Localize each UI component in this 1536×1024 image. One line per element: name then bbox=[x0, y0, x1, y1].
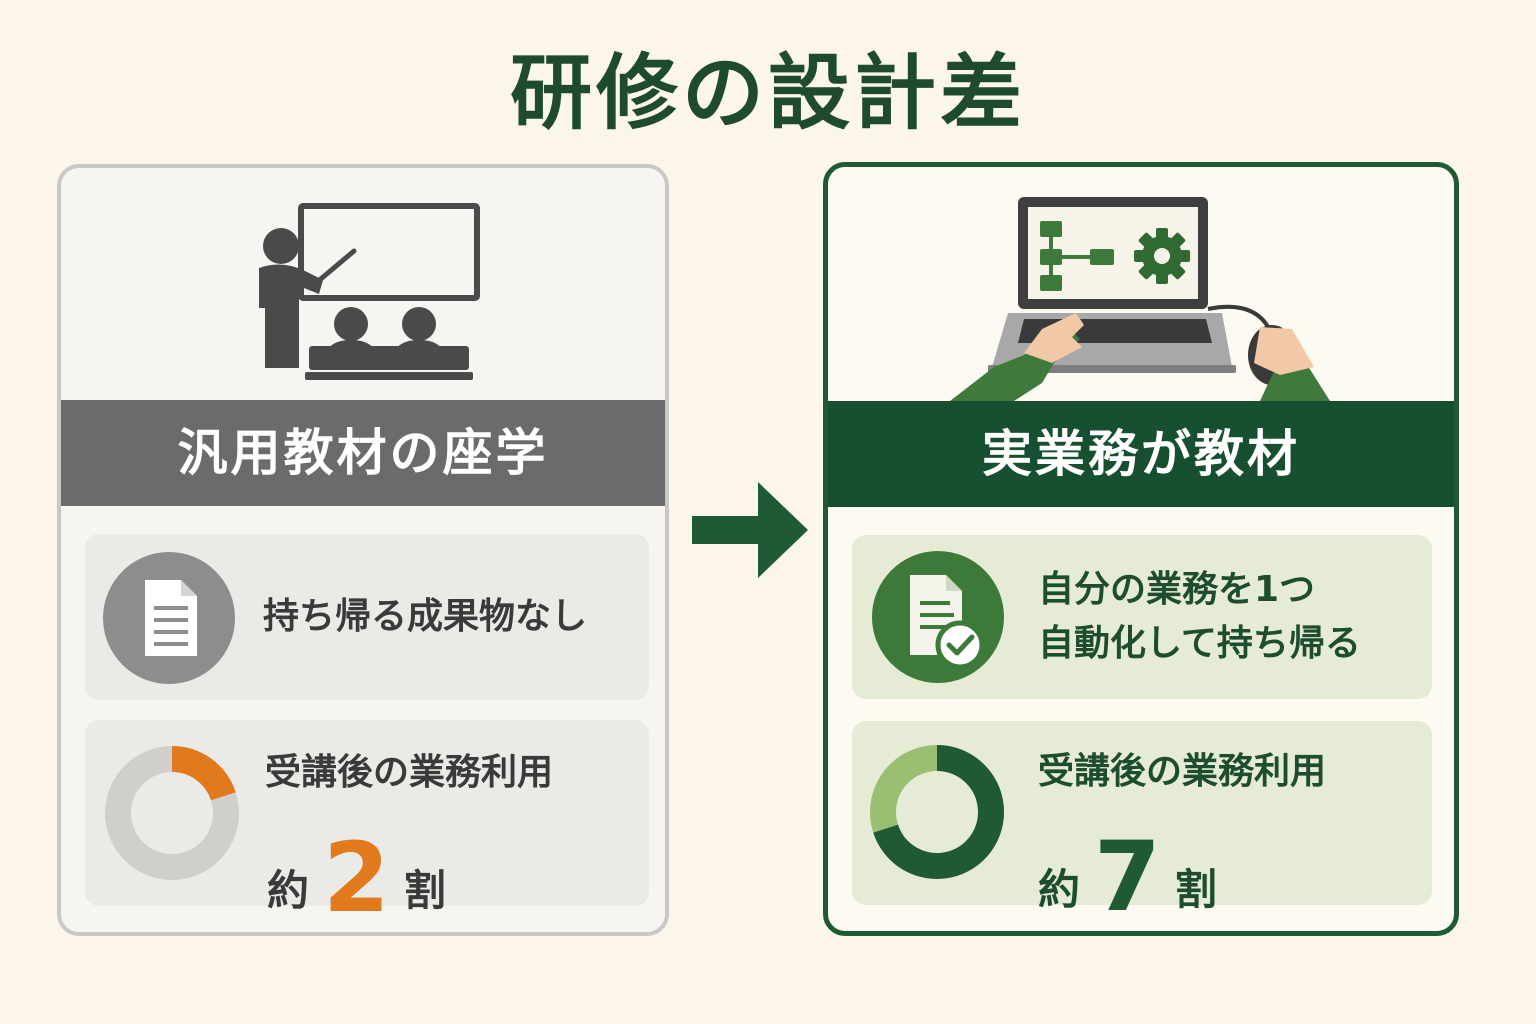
right-card2-label: 受講後の業務利用 bbox=[1038, 751, 1327, 792]
hands-icon bbox=[950, 313, 1330, 401]
arrow-right-icon bbox=[692, 482, 808, 578]
left-deliverable-card: 持ち帰る成果物なし bbox=[85, 534, 649, 700]
flowchart-icon bbox=[1040, 221, 1114, 291]
stat-value: 2 bbox=[323, 822, 390, 934]
left-usage-donut bbox=[105, 746, 239, 880]
stat-value: 7 bbox=[1094, 821, 1161, 933]
classroom-illustration bbox=[259, 203, 480, 380]
audience-icon bbox=[305, 307, 473, 380]
right-banner: 実業務が教材 bbox=[828, 401, 1454, 507]
right-usage-donut bbox=[870, 745, 1004, 879]
stat-prefix: 約 bbox=[267, 866, 310, 915]
donut-fill-arc bbox=[873, 745, 1004, 879]
stat-suffix: 割 bbox=[403, 866, 446, 915]
left-banner: 汎用教材の座学 bbox=[61, 400, 665, 506]
right-deliverable-card: 自分の業務を1つ 自動化して持ち帰る bbox=[852, 535, 1432, 699]
stat-prefix: 約 bbox=[1038, 865, 1081, 914]
whiteboard-icon bbox=[298, 203, 480, 301]
document-icon bbox=[103, 552, 235, 684]
page-title: 研修の設計差 bbox=[509, 46, 1026, 141]
donut-fill-arc bbox=[171, 746, 236, 801]
stat-suffix: 割 bbox=[1174, 865, 1217, 914]
gear-icon bbox=[1134, 228, 1190, 284]
laptop-illustration bbox=[950, 197, 1330, 401]
document-check-icon bbox=[872, 551, 1004, 683]
right-card1-line1: 自分の業務を1つ bbox=[1038, 569, 1316, 610]
left-card2-label: 受講後の業務利用 bbox=[265, 752, 554, 793]
right-card1-line2: 自動化して持ち帰る bbox=[1038, 623, 1361, 664]
left-card1-text: 持ち帰る成果物なし bbox=[263, 596, 588, 637]
presenter-icon bbox=[259, 228, 357, 368]
laptop-icon bbox=[988, 197, 1236, 373]
